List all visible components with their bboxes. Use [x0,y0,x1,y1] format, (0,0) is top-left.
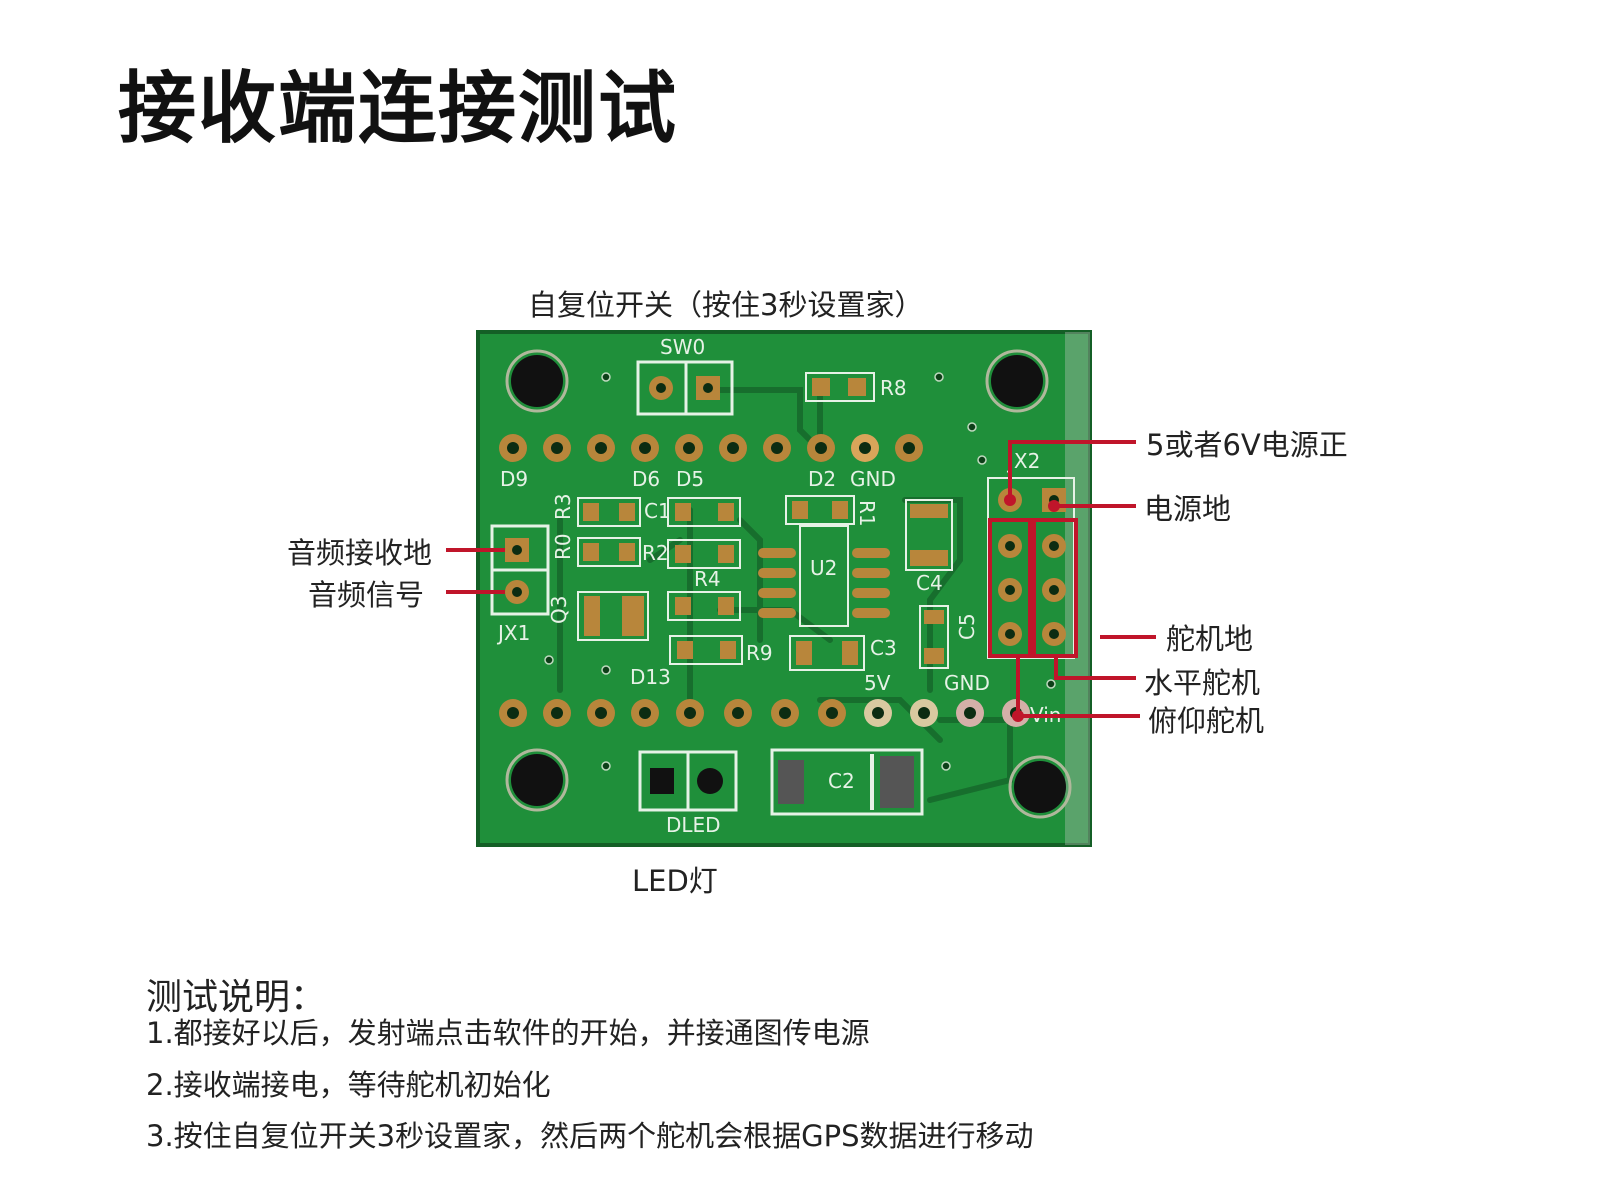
notes-heading: 测试说明： [146,977,327,1018]
silk-gnd-top: GND [850,467,896,491]
silk-jx1: JX1 [496,621,530,645]
silk-r3: R3 [551,493,575,520]
silk-r0: R0 [551,533,575,560]
silk-c3: C3 [870,636,897,660]
label-reset-switch: 自复位开关（按住3秒设置家） [528,288,924,322]
silk-5v: 5V [864,671,891,695]
silk-d9: D9 [500,467,528,491]
silk-d6: D6 [632,467,660,491]
silk-r2: R2 [642,541,669,565]
label-servo-horizontal: 水平舵机 [1144,666,1261,700]
label-audio-signal: 音频信号 [308,578,425,612]
note-item-2: 2.接收端接电，等待舵机初始化 [146,1068,551,1102]
silk-c4: C4 [916,571,943,595]
top-header-pins [499,434,923,462]
silk-d13: D13 [630,665,671,689]
silk-u2: U2 [810,556,837,580]
label-servo-ground: 舵机地 [1166,622,1254,656]
bottom-header-pins [499,699,1030,727]
label-power-ground: 电源地 [1144,492,1232,526]
label-led: LED灯 [632,864,718,898]
silk-r8: R8 [880,376,907,400]
label-power-positive: 5或者6V电源正 [1146,428,1348,462]
silk-d5: D5 [676,467,704,491]
label-servo-tilt: 俯仰舵机 [1148,704,1265,738]
servo-tilt-highlight [988,518,1032,658]
note-item-3: 3.按住自复位开关3秒设置家，然后两个舵机会根据GPS数据进行移动 [146,1119,1034,1153]
silk-d2: D2 [808,467,836,491]
mounting-holes [505,349,1072,819]
silk-sw0: SW0 [660,335,705,359]
jx2-pins [998,488,1066,646]
page-title: 接收端连接测试 [118,64,679,154]
leader-servo-horizontal [1054,656,1136,680]
label-audio-ground: 音频接收地 [287,536,433,570]
silk-r9: R9 [746,641,773,665]
silk-r1: R1 [855,500,879,527]
silk-c1: C1 [644,499,671,523]
silk-r4: R4 [694,567,721,591]
note-item-1: 1.都接好以后，发射端点击软件的开始，并接通图传电源 [146,1016,870,1050]
silk-c5: C5 [955,613,979,640]
silk-q3: Q3 [547,596,571,624]
silk-c2: C2 [828,769,855,793]
silk-gnd-bottom: GND [944,671,990,695]
leader-power-pos [1008,440,1136,500]
silk-dled: DLED [666,813,721,837]
